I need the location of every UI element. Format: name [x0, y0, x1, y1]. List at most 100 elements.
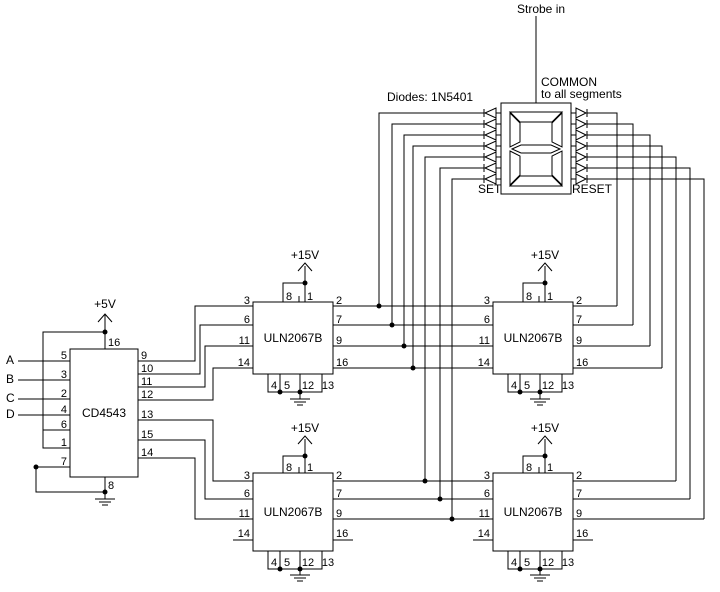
- seven-segment-digit: [508, 111, 564, 187]
- ground-icon: [95, 498, 115, 506]
- pin-label: 5: [284, 557, 290, 569]
- pin-label: 3: [484, 295, 490, 307]
- pin-label: 2: [336, 470, 342, 482]
- diode-icon: [483, 107, 501, 119]
- pin-label: 11: [479, 335, 490, 347]
- cd4543-chip: [69, 348, 139, 478]
- pin-label: 5: [524, 557, 530, 569]
- plus15v-label: +15V: [531, 248, 559, 262]
- pin-label: 4: [271, 557, 277, 569]
- diode-icon: [571, 140, 588, 152]
- pin-label: 7: [336, 314, 342, 326]
- diode-icon: [571, 107, 588, 119]
- pin-label: 9: [141, 350, 147, 362]
- strobe-in-label: Strobe in: [517, 2, 565, 16]
- pin-label: 1: [307, 462, 313, 474]
- common-label-line1: COMMON: [541, 75, 597, 89]
- pin-label: 8: [286, 291, 292, 303]
- uln-upper-right-labels: ULN2067B 3 6 11 14 2 7 9 16 8 1 4 5 12 1…: [478, 291, 589, 392]
- wires: [18, 16, 705, 541]
- vcc-arrow-icon: [537, 262, 553, 283]
- pin-label: 12: [141, 389, 153, 401]
- set-label: SET: [478, 182, 502, 196]
- diode-icon: [571, 151, 588, 163]
- pin-label: 13: [562, 380, 574, 392]
- pin-label: 7: [576, 488, 582, 500]
- pin-label: 5: [61, 350, 67, 362]
- diode-icon: [483, 118, 501, 130]
- reset-label: RESET: [572, 182, 613, 196]
- vcc-arrow-icon: [537, 435, 553, 456]
- pin-label: 14: [141, 447, 153, 459]
- common-label-line2: to all segments: [541, 87, 622, 101]
- pin-label: 9: [576, 335, 582, 347]
- uln-upper-left-chip: [252, 301, 334, 375]
- uln-lower-left-chip: [252, 472, 334, 552]
- pin-label: 1: [547, 291, 553, 303]
- pin-label: 16: [576, 528, 588, 540]
- uln-upper-right-chip: [492, 301, 574, 375]
- pin-label: 2: [336, 295, 342, 307]
- pin-label: 4: [511, 557, 517, 569]
- pin-label: 7: [576, 314, 582, 326]
- ground-icon: [290, 574, 310, 582]
- pin-label: 11: [239, 508, 250, 520]
- pin-label: 8: [108, 480, 114, 492]
- pin-label: 7: [61, 456, 67, 468]
- pin-label: 7: [336, 488, 342, 500]
- vcc-arrow-icon: [97, 313, 113, 323]
- reset-diode-icons: [571, 107, 588, 185]
- pin-label: 4: [271, 380, 277, 392]
- uln-name: ULN2067B: [504, 505, 563, 519]
- pin-label: 14: [238, 357, 250, 369]
- pin-label: 11: [141, 376, 152, 388]
- pin-label: 8: [286, 462, 292, 474]
- pin-label: 16: [108, 337, 120, 349]
- pin-label: 6: [244, 314, 250, 326]
- input-d-label: D: [6, 407, 15, 421]
- power-arrow-icons: [97, 262, 553, 456]
- pin-label: 12: [542, 557, 554, 569]
- pin-label: 14: [478, 528, 490, 540]
- pin-label: 12: [302, 557, 314, 569]
- pin-label: 3: [244, 470, 250, 482]
- pin-label: 11: [239, 335, 250, 347]
- pin-label: 16: [336, 357, 348, 369]
- pin-label: 6: [484, 314, 490, 326]
- pin-label: 9: [576, 508, 582, 520]
- pin-label: 6: [244, 488, 250, 500]
- pin-label: 14: [238, 528, 250, 540]
- ground-icon: [530, 398, 550, 406]
- cd4543-name: CD4543: [82, 406, 126, 420]
- pin-label: 5: [284, 380, 290, 392]
- pin-label: 13: [562, 557, 574, 569]
- pin-label: 2: [576, 470, 582, 482]
- pin-label: 3: [61, 369, 67, 381]
- pin-label: 8: [526, 291, 532, 303]
- pin-label: 11: [479, 508, 490, 520]
- vcc-arrow-icon: [297, 262, 313, 283]
- uln-name: ULN2067B: [504, 331, 563, 345]
- plus15v-label: +15V: [291, 421, 319, 435]
- pin-label: 8: [526, 462, 532, 474]
- set-diode-icons: [483, 107, 501, 185]
- input-b-label: B: [6, 372, 14, 386]
- pin-label: 5: [524, 380, 530, 392]
- pin-label: 15: [141, 429, 153, 441]
- pin-label: 13: [322, 557, 334, 569]
- pin-label: 12: [302, 380, 314, 392]
- pin-label: 16: [336, 528, 348, 540]
- input-a-label: A: [6, 353, 14, 367]
- plus5v-label: +5V: [94, 297, 116, 311]
- diode-icon: [571, 173, 588, 185]
- diode-icon: [571, 162, 588, 174]
- pin-label: 14: [478, 357, 490, 369]
- pin-label: 3: [244, 295, 250, 307]
- uln-lower-right-chip: [492, 472, 574, 552]
- diode-icon: [483, 151, 501, 163]
- diodes-type-label: Diodes: 1N5401: [387, 90, 473, 104]
- input-c-label: C: [6, 391, 15, 405]
- diode-icon: [571, 118, 588, 130]
- pin-label: 6: [61, 419, 67, 431]
